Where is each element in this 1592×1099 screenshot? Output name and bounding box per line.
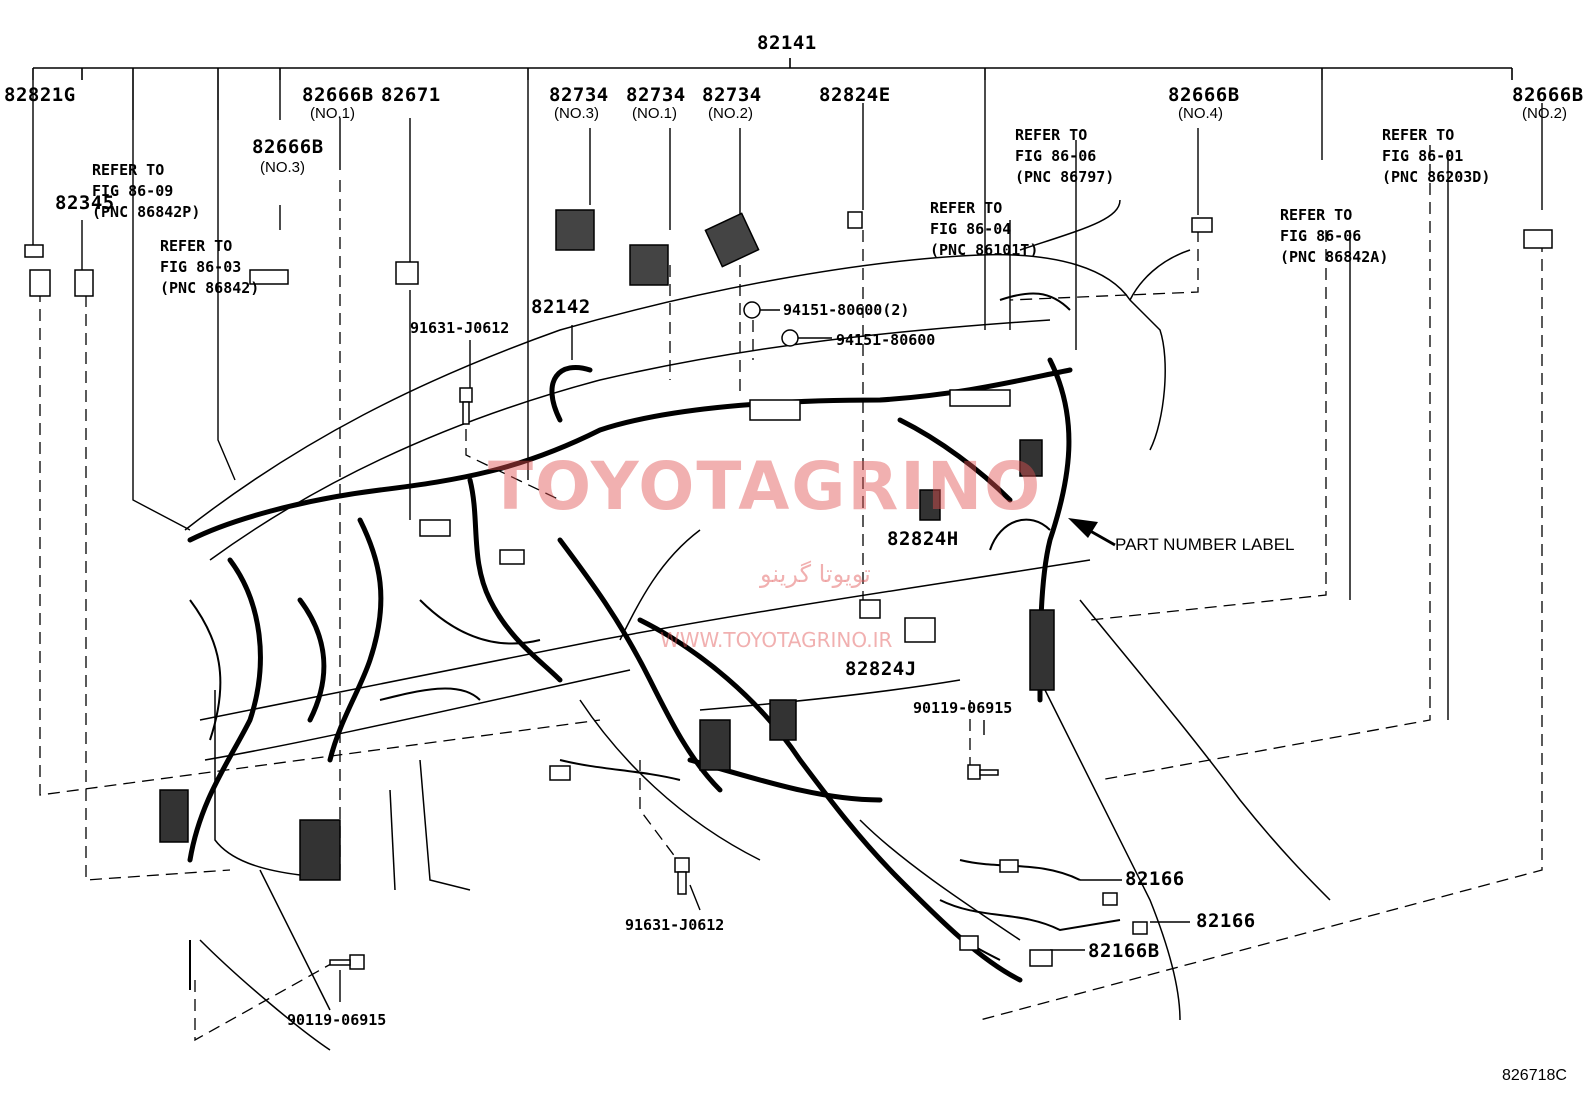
part-label-82666b-no3: 82666B: [252, 136, 324, 158]
part-label-82166b: 82166B: [1088, 940, 1160, 962]
part-number-label-text: PART NUMBER LABEL: [1115, 535, 1295, 554]
part-sub-82666b-no1: (NO.1): [310, 105, 355, 122]
dashboard-outline: [184, 199, 1331, 1051]
fasteners: [329, 301, 999, 970]
part-label-82142: 82142: [531, 296, 591, 318]
part-label-82734-no3: 82734: [549, 84, 609, 106]
part-label-82734-no2: 82734: [702, 84, 762, 106]
part-label-82141: 82141: [757, 32, 817, 54]
harness-thin-wires: [189, 292, 1121, 990]
part-label-82666b-no2: 82666B: [1512, 84, 1584, 106]
part-label-82166-a: 82166: [1125, 868, 1185, 890]
part-label-82824j: 82824J: [845, 658, 917, 680]
part-label-94151-2: 94151-80600(2): [783, 301, 910, 319]
part-label-91631-top: 91631-J0612: [410, 319, 510, 337]
part-label-82345: 82345: [55, 192, 115, 214]
watermark-site: WWW.TOYOTAGRINO.IR: [660, 628, 893, 652]
part-label-82824h: 82824H: [887, 528, 959, 550]
watermark-brand: TOYOTAGRINO: [488, 448, 1043, 525]
part-label-82671: 82671: [381, 84, 441, 106]
part-label-82166-b: 82166: [1196, 910, 1256, 932]
part-sub-82734-no2: (NO.2): [708, 105, 753, 122]
part-sub-82666b-no2: (NO.2): [1522, 105, 1567, 122]
part-number-label-arrow: [1068, 518, 1116, 547]
part-label-82666b-no1: 82666B: [302, 84, 374, 106]
part-label-90119-bottom: 90119-06915: [287, 1011, 387, 1029]
part-label-82821g: 82821G: [4, 84, 76, 106]
part-sub-82734-no3: (NO.3): [554, 105, 599, 122]
solid-leaders: [32, 80, 1543, 1002]
part-label-82734-no1: 82734: [626, 84, 686, 106]
watermark-arabic: تویوتا گرینو: [760, 560, 871, 588]
connectors: [24, 209, 1553, 967]
part-sub-82734-no1: (NO.1): [632, 105, 677, 122]
part-label-90119-mid: 90119-06915: [913, 699, 1013, 717]
part-label-82824e: 82824E: [819, 84, 891, 106]
part-label-82666b-no4: 82666B: [1168, 84, 1240, 106]
diagram-code: 826718C: [1502, 1067, 1567, 1084]
part-label-94151: 94151-80600: [836, 331, 936, 349]
part-label-91631-bottom: 91631-J0612: [625, 916, 725, 934]
part-sub-82666b-no3: (NO.3): [260, 159, 305, 176]
main-bracket: [32, 58, 1513, 120]
part-sub-82666b-no4: (NO.4): [1178, 105, 1223, 122]
